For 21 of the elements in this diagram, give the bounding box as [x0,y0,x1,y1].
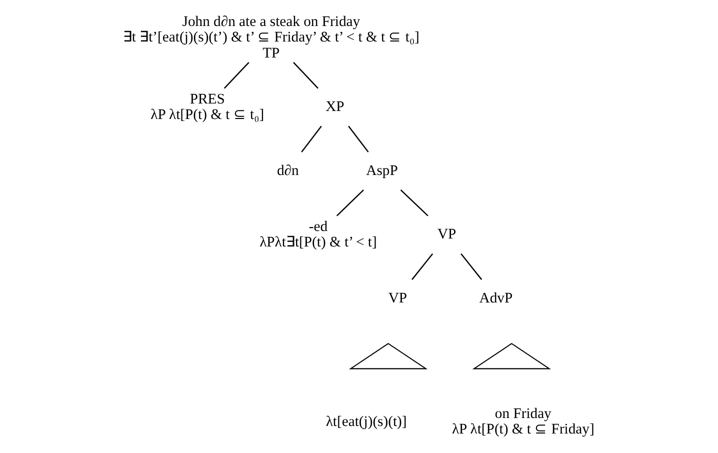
node-text: VP [388,290,408,306]
node-text: John d∂n ate a steak on Friday ∃t ∃t’[eat(j)(s)(t’) & t’ ⊆ Friday’ & t’ < t & t ⊆ t₀] TP [122,13,420,61]
node-text: AdvP [479,290,513,306]
node-text: XP [326,98,344,115]
node-text: AspP [366,162,398,178]
connector [460,252,482,280]
connector [412,252,434,280]
connector [400,189,428,216]
connector [301,125,322,152]
node-text: λt[eat(j)(s)(t)] [326,413,407,430]
connector [224,61,250,88]
node-text: d∂n [276,162,299,178]
node-text: PRES λP λt[P(t) & t ⊆ t₀] [150,90,264,122]
node-triangle [348,342,428,369]
node-text: on Friday λP λt[P(t) & t ⊆ Friday] [452,406,594,438]
node-triangle [472,342,552,369]
node-text: -ed λPλt∃t[P(t) & t’ < t] [260,218,377,250]
connector [336,189,364,216]
node-text: VP [437,226,456,242]
connector [348,125,369,152]
connector [293,61,318,88]
